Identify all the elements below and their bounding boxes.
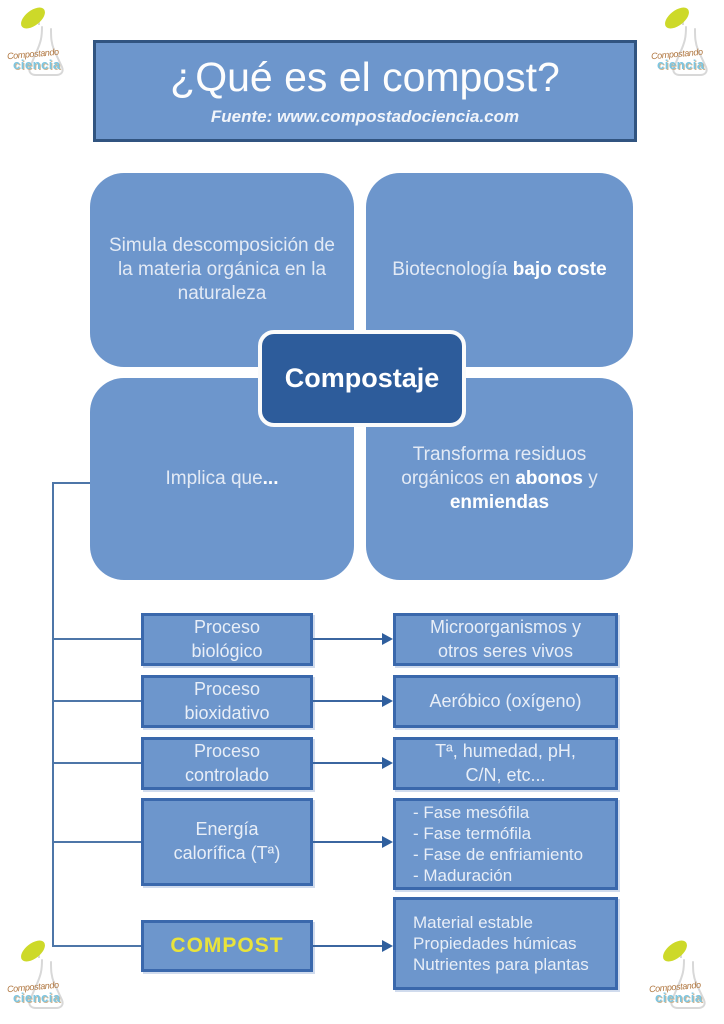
arrow-line [313, 945, 384, 947]
box-text-line: Proceso [193, 678, 261, 699]
quadrant-text-line: Simula descomposición de [108, 234, 335, 256]
arrow-right-icon [382, 695, 393, 707]
box-text-line: C/N, etc... [465, 764, 546, 785]
quadrant-text-line: naturaleza [177, 283, 267, 305]
box-text-line: Aeróbico (oxígeno) [429, 690, 582, 711]
flow-left-box-energia-calorifica: Energía calorífica (Tª) [141, 798, 313, 886]
arrow-right-icon [382, 940, 393, 952]
arrow-right-icon [382, 757, 393, 769]
arrow-right-icon [382, 836, 393, 848]
source-credit: Fuente: www.compostadociencia.com [210, 106, 520, 126]
box-text-line: bioxidativo [184, 702, 270, 723]
arrow-line [313, 700, 384, 702]
compost-label: COMPOST [170, 934, 284, 958]
compostando-ciencia-logo: Compostando ciencia [6, 5, 74, 85]
connector-line [52, 482, 90, 484]
quadrant-text-line: Biotecnología bajo coste [392, 258, 607, 280]
arrow-line [313, 638, 384, 640]
arrow-right-icon [382, 633, 393, 645]
box-text-line: calorífica (Tª) [173, 843, 281, 863]
logo-name-text: ciencia [657, 57, 705, 72]
connector-line [52, 700, 141, 702]
title-box: ¿Qué es el compost? Fuente: www.composta… [93, 40, 637, 142]
box-text-line: Material estable [413, 912, 534, 932]
flow-right-box-microorganismos: Microorganismos y otros seres vivos [393, 613, 618, 666]
box-text-line: - Fase termófila [413, 823, 532, 843]
box-text-line: Propiedades húmicas [413, 933, 577, 953]
box-text-line: Nutrientes para plantas [413, 955, 589, 975]
center-node-compostaje: Compostaje [258, 330, 466, 427]
compostando-ciencia-logo: Compostando ciencia [650, 5, 718, 85]
logo-name-text: ciencia [655, 990, 703, 1005]
logo-name-text: ciencia [13, 990, 61, 1005]
connector-line [52, 638, 141, 640]
box-text-line: - Fase de enfriamiento [413, 845, 584, 864]
flow-right-box-propiedades: Material estable Propiedades húmicas Nut… [393, 897, 618, 990]
flow-left-box-compost: COMPOST [141, 920, 313, 972]
connector-line [52, 762, 141, 764]
box-text-line: Energía [195, 819, 259, 840]
connector-line [52, 482, 54, 947]
flow-left-box-proceso-controlado: Proceso controlado [141, 737, 313, 790]
box-text-line: - Fase mesófila [413, 802, 530, 822]
compostando-ciencia-logo: Compostando ciencia [648, 938, 716, 1018]
quadrant-text-line: Implica que... [165, 467, 279, 489]
center-node-label: Compostaje [284, 363, 440, 393]
flow-right-box-fases: - Fase mesófila - Fase termófila - Fase … [393, 798, 618, 890]
flow-right-box-parametros: Tª, humedad, pH, C/N, etc... [393, 737, 618, 790]
connector-line [52, 841, 141, 843]
box-text-line: otros seres vivos [437, 640, 574, 661]
box-text-line: biológico [191, 640, 263, 661]
box-text-line: Microorganismos y [429, 616, 582, 637]
page-title: ¿Qué es el compost? [170, 54, 560, 101]
quadrant-text-line: la materia orgánica en la [117, 258, 327, 280]
box-text-line: Tª, humedad, pH, [435, 740, 576, 761]
box-text-line: controlado [184, 764, 270, 785]
box-text-line: - Maduración [413, 866, 513, 886]
box-text-line: Proceso [193, 616, 261, 637]
quadrant-text-line: enmiendas [449, 492, 550, 514]
arrow-line [313, 841, 384, 843]
flow-left-box-proceso-biologico: Proceso biológico [141, 613, 313, 666]
flow-left-box-proceso-bioxidativo: Proceso bioxidativo [141, 675, 313, 728]
quadrant-text-line: orgánicos en abonos y [401, 467, 598, 489]
flow-right-box-aerobico: Aeróbico (oxígeno) [393, 675, 618, 728]
compostando-ciencia-logo: Compostando ciencia [6, 938, 74, 1018]
quadrant-text-line: Transforma residuos [412, 443, 587, 465]
box-text-line: Proceso [193, 740, 261, 761]
arrow-line [313, 762, 384, 764]
connector-line [52, 945, 141, 947]
logo-name-text: ciencia [13, 57, 61, 72]
